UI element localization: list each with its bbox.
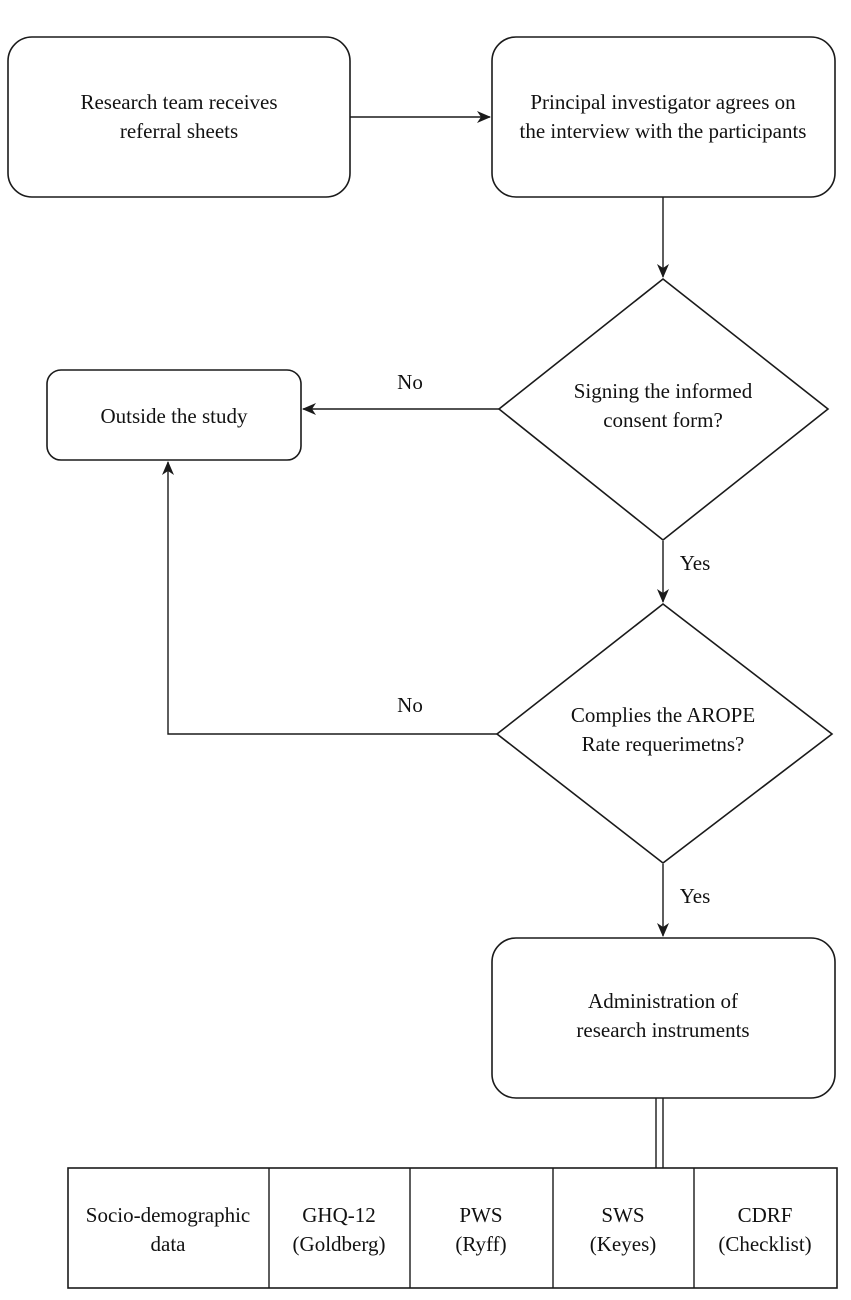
instrument-cell-text-2: (Keyes) [590,1232,656,1256]
instrument-cell: PWS (Ryff) [455,1203,506,1256]
node-referral-text-2: referral sheets [120,119,238,143]
instrument-cell: Socio-demographic data [86,1203,250,1256]
edge-label-arope-yes: Yes [680,884,711,908]
node-administration-text-1: Administration of [588,989,738,1013]
node-administration: Administration of research instruments [491,937,836,1099]
instrument-cell: GHQ-12 (Goldberg) [293,1203,386,1256]
node-agree: Principal investigator agrees on the int… [491,36,836,198]
connector-administration-to-instruments [655,1098,664,1168]
node-outside: Outside the study [46,369,302,461]
instrument-cell-text-2: (Goldberg) [293,1232,386,1256]
instrument-cell-text-2: data [151,1232,187,1256]
instrument-cell-text-1: GHQ-12 [302,1203,376,1227]
decision-consent: Signing the informed consent form? [497,277,830,542]
decision-consent-text-2: consent form? [603,408,723,432]
decision-arope-text-2: Rate requerimetns? [582,732,745,756]
node-administration-text-2: research instruments [576,1018,749,1042]
node-agree-text-2: the interview with the participants [520,119,807,143]
node-referral-text-1: Research team receives [80,90,277,114]
instrument-cell-text-2: (Ryff) [455,1232,506,1256]
edge-label-arope-no: No [397,693,423,717]
instrument-cell-text-1: CDRF [738,1203,793,1227]
decision-arope: Complies the AROPE Rate requerimetns? [495,602,834,865]
instrument-cell-text-2: (Checklist) [718,1232,811,1256]
instruments-table: Socio-demographic data GHQ-12 (Goldberg)… [67,1167,838,1289]
edge-label-consent-yes: Yes [680,551,711,575]
instrument-cell-text-1: Socio-demographic [86,1203,250,1227]
instrument-cell: CDRF (Checklist) [718,1203,811,1256]
decision-arope-text-1: Complies the AROPE [571,703,755,727]
instrument-cell-text-1: SWS [601,1203,644,1227]
instrument-cell-text-1: PWS [459,1203,502,1227]
instrument-cell: SWS (Keyes) [590,1203,656,1256]
decision-consent-text-1: Signing the informed [574,379,753,403]
node-referral: Research team receives referral sheets [7,36,351,198]
node-outside-text: Outside the study [101,404,248,428]
edge-arope-no-to-outside [162,461,497,735]
node-agree-text-1: Principal investigator agrees on [530,90,796,114]
edge-label-consent-no: No [397,370,423,394]
